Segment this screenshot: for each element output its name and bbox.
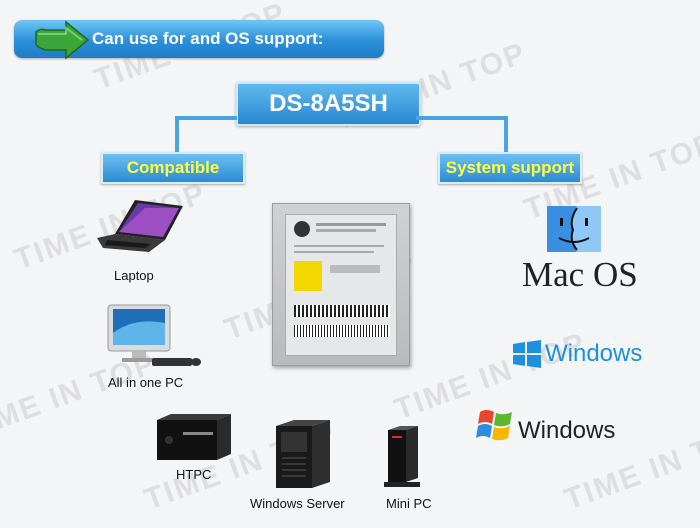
htpc-icon: [157, 414, 231, 460]
mini-pc-icon: [384, 426, 420, 487]
device-label: Mini PC: [386, 496, 432, 511]
header-banner: Can use for and OS support:: [14, 20, 384, 60]
barcode: [294, 325, 390, 337]
connector-line: [416, 116, 508, 120]
optical-drive-image: [272, 203, 410, 366]
barcode: [294, 305, 390, 317]
server-tower-icon: [276, 420, 330, 488]
banner-title: Can use for and OS support:: [92, 29, 324, 48]
device-label: All in one PC: [108, 375, 184, 390]
mac-os-logo-text: Mac OS: [522, 255, 638, 294]
system-support-tag: System support: [438, 152, 582, 184]
connector-line: [504, 116, 508, 154]
hp-logo-icon: [294, 221, 310, 237]
windows-flag-logo-icon: [476, 410, 512, 441]
compatible-tag: Compatible: [101, 152, 245, 184]
device-label: HTPC: [176, 467, 212, 482]
connector-line: [175, 116, 237, 120]
windows-8-logo-text: Windows: [545, 340, 643, 367]
windows-flag-logo-text: Windows: [518, 417, 616, 444]
model-title: DS-8A5SH: [236, 82, 421, 126]
green-arrow-icon: [35, 20, 90, 60]
laptop-icon: [97, 200, 183, 252]
warning-label: [294, 261, 322, 291]
finder-icon: [547, 206, 601, 252]
windows-8-logo-icon: [513, 340, 541, 368]
device-label: Laptop: [114, 268, 154, 283]
device-label: Windows Server: [250, 496, 345, 511]
connector-line: [175, 116, 179, 154]
all-in-one-pc-icon: [107, 304, 201, 366]
